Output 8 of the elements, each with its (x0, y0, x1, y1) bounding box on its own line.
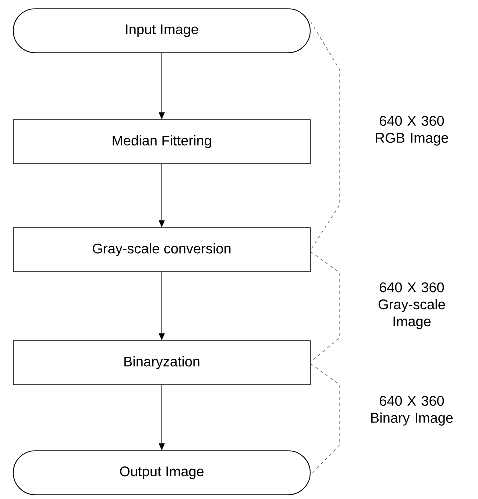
terminal-box: Input Image (13, 8, 311, 54)
process-box: Median Fittering (13, 120, 311, 164)
terminal-box: Output Image (13, 450, 311, 496)
size-label: 640 X 360 Gray-scale Image (378, 282, 446, 330)
process-box: Binaryzation (13, 340, 311, 386)
size-label: 640 X 360 Binary Image (372, 396, 453, 426)
process-box: Gray-scale conversion (13, 228, 311, 272)
size-label: 640 X 360 RGB Image (376, 116, 448, 146)
